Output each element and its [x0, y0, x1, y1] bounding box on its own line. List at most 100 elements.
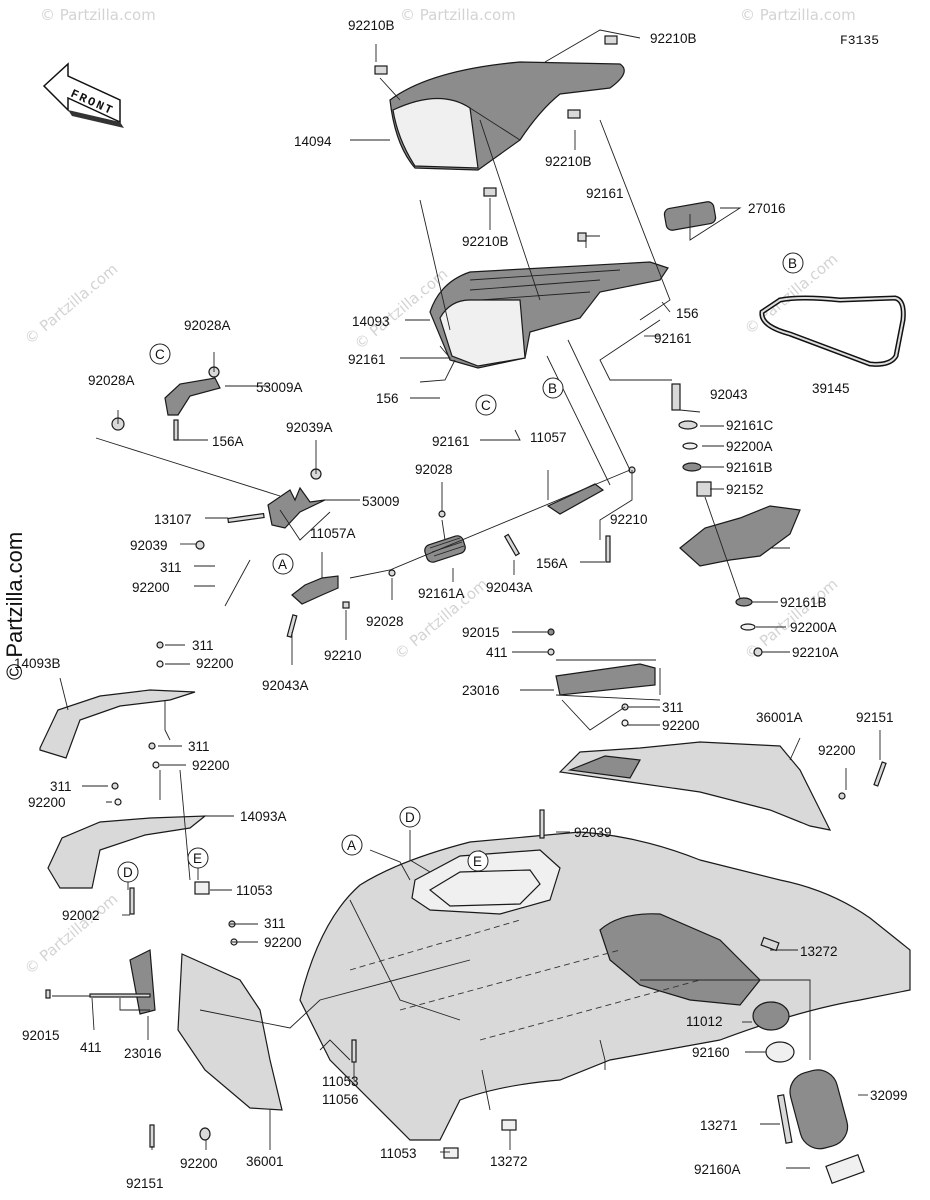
part-11057A-latch	[286, 575, 350, 638]
part-53009-handle	[195, 468, 326, 550]
svg-text:B: B	[548, 381, 557, 396]
watermark-text: © Partzilla.com	[21, 890, 121, 978]
part-label: 92210B	[462, 234, 509, 249]
part-label: 311	[192, 638, 214, 653]
part-labels: 92210B 92210B 92210B 92210B 14094 27016 …	[14, 18, 908, 1191]
part-label: 92200	[662, 718, 700, 733]
part-label: 53009A	[256, 380, 303, 395]
part-label: 92002	[62, 908, 100, 923]
part-label: 23016	[124, 1046, 162, 1061]
part-label: 27016	[748, 201, 786, 216]
part-label: 92200	[264, 935, 302, 950]
part-label: 92210	[610, 512, 648, 527]
part-label: 92200A	[790, 620, 837, 635]
part-14093-storage-tray	[429, 201, 717, 369]
callout-A: A	[272, 553, 294, 575]
part-label: 14093	[352, 314, 390, 329]
part-label: 92160	[692, 1045, 730, 1060]
figure-code: F3135	[840, 33, 879, 48]
part-label: 311	[160, 560, 182, 575]
part-label: 92200	[28, 795, 66, 810]
part-label: 11012	[686, 1014, 723, 1029]
part-label: 11053	[236, 883, 273, 898]
main-deck-ref-hull	[299, 809, 911, 1159]
part-label: 92210B	[545, 154, 592, 169]
part-label: 156	[676, 306, 699, 321]
part-label: 92043	[710, 387, 748, 402]
part-92161A-spring	[388, 510, 466, 577]
part-label: 92210	[324, 648, 362, 663]
part-label: 92161C	[726, 418, 774, 433]
part-label: 92161	[432, 434, 470, 449]
svg-text:C: C	[155, 347, 165, 362]
part-label: 92161B	[726, 460, 773, 475]
watermark-text: © Partzilla.com	[21, 260, 121, 348]
part-label: 92015	[462, 625, 500, 640]
part-label: 92200A	[726, 439, 773, 454]
part-32099-grip	[752, 1001, 865, 1185]
clip-icon	[604, 35, 618, 45]
part-label: 92028A	[184, 318, 231, 333]
part-36001-side-panel	[45, 920, 283, 1148]
part-label: 92039	[574, 825, 612, 840]
svg-text:E: E	[193, 851, 202, 866]
part-label: 13271	[700, 1118, 738, 1133]
part-label: 92043A	[262, 678, 309, 693]
part-label: 92028	[415, 462, 453, 477]
part-label: 11057A	[310, 526, 356, 541]
part-label: 11056	[322, 1092, 359, 1107]
callout-D: D	[117, 861, 139, 883]
part-label: 92161	[586, 186, 624, 201]
callout-E: E	[467, 850, 489, 872]
part-label: 92200	[180, 1156, 218, 1171]
part-label: 11053	[380, 1146, 417, 1161]
svg-text:B: B	[788, 256, 797, 271]
part-14093A-cover	[47, 782, 210, 915]
part-label: 13107	[154, 512, 192, 527]
part-label: 92200	[132, 580, 170, 595]
part-label: 92028	[366, 614, 404, 629]
watermark-text: © Partzilla.com	[740, 6, 856, 24]
part-label: 411	[486, 645, 508, 660]
part-label: 13272	[800, 944, 838, 959]
svg-text:A: A	[278, 557, 287, 572]
callout-B: B	[782, 252, 804, 274]
callout-C: C	[149, 343, 171, 365]
part-23016-top	[547, 628, 656, 696]
part-label: 311	[50, 779, 72, 794]
fastener-stack	[671, 383, 712, 497]
clip-icon	[567, 109, 581, 119]
part-label: 23016	[462, 683, 500, 698]
part-label: 92160A	[694, 1162, 741, 1177]
part-label: 92200	[818, 743, 856, 758]
part-14094-seat-cowl	[374, 35, 625, 197]
part-label: 92161	[348, 352, 386, 367]
side-watermark: © Partzilla.com	[2, 532, 27, 680]
part-label: 92200	[192, 758, 230, 773]
svg-text:E: E	[473, 854, 482, 869]
part-label: 411	[80, 1040, 102, 1055]
part-label: 39145	[812, 381, 850, 396]
svg-text:D: D	[405, 810, 415, 825]
hull-middle-fittings	[679, 505, 801, 657]
part-label: 92161	[654, 331, 692, 346]
part-label: 32099	[870, 1088, 908, 1103]
part-label: 92039	[130, 538, 168, 553]
part-label: 14094	[294, 134, 332, 149]
part-label: 11057	[530, 430, 567, 445]
part-label: 92210B	[650, 31, 697, 46]
leader-lines	[52, 29, 881, 1169]
front-arrow-icon: FRONT	[42, 62, 124, 128]
part-36001A-side-panel	[558, 703, 887, 831]
svg-text:A: A	[347, 838, 356, 853]
part-label: 14093B	[14, 656, 61, 671]
part-label: 14093A	[240, 809, 287, 824]
part-label: 92028A	[88, 373, 135, 388]
part-39145-seal	[759, 295, 906, 367]
callout-D: D	[399, 806, 421, 828]
part-label: 92161A	[418, 586, 465, 601]
clip-icon	[577, 232, 587, 242]
svg-text:C: C	[481, 398, 491, 413]
